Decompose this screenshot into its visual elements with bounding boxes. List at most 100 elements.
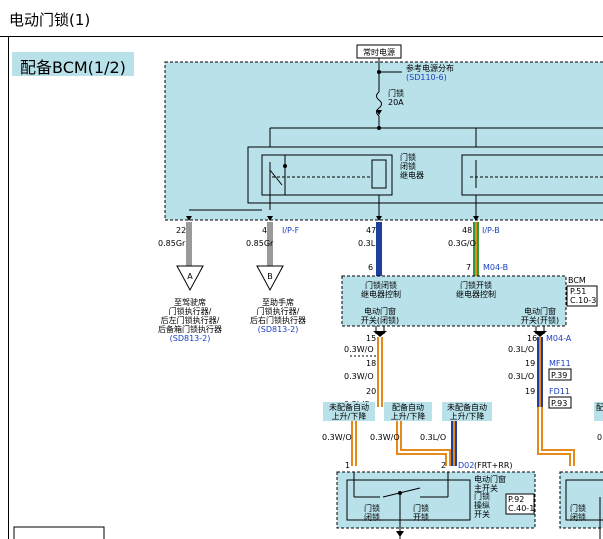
relay-label-3: 继电器: [400, 170, 424, 180]
arrow-48: [473, 216, 479, 221]
relay-label-1: 门锁: [400, 152, 416, 162]
switch-ground-arrow: [396, 531, 404, 537]
note-4: 配: [596, 403, 603, 412]
ground-B-ref: (SD813-2): [258, 325, 299, 334]
bcm-top-panel: [164, 61, 603, 221]
ref-fd11-box: [548, 396, 572, 409]
wire-48-stripe: [475, 222, 477, 276]
win-open-1: 电动门窗: [524, 306, 556, 316]
ground-A-l4: 后备箱门锁执行器: [158, 324, 222, 334]
pin-16: 16: [527, 334, 537, 343]
fuse-arrow: [376, 110, 382, 115]
note-2-l1: 配备自动: [392, 402, 424, 412]
arrow-47: [376, 216, 382, 221]
pin-2: 2: [441, 461, 446, 470]
note-3-box: [442, 402, 492, 421]
switch-panel-right: [559, 471, 603, 529]
switch-inner: [346, 479, 471, 521]
right-l1: 门锁: [570, 503, 586, 513]
ref-bcm-p1: P.51: [570, 287, 586, 296]
pin-7: 7: [466, 263, 471, 272]
wire-15-stripe: [379, 337, 381, 407]
left-border: [8, 37, 9, 539]
wire-b1-stripe: [353, 421, 355, 466]
wire-b2-label: 0.3W/O: [370, 433, 400, 442]
ground-B-l1: 至助手席: [262, 297, 294, 307]
pin-19b: 19: [525, 387, 535, 396]
ref-sw-p2: C.40-1: [508, 504, 534, 513]
switch-t1: 电动门窗: [474, 474, 506, 484]
ground-A: [176, 265, 204, 292]
wire-b2: [396, 421, 451, 466]
win-close-2: 开关(闭锁): [361, 315, 399, 325]
fuse-symbol: [376, 91, 382, 117]
page-title: 电动门锁(1): [9, 11, 91, 29]
ground-A-l3: 后左门锁执行器/: [161, 315, 220, 325]
wire-48-label: 0.3G/O: [448, 239, 476, 248]
bcm-mid-panel: [341, 275, 567, 327]
wire-b1-label: 0.3W/O: [322, 433, 352, 442]
power-box-label: 常时电源: [363, 47, 395, 57]
note-3-l1: 未配备自动: [447, 402, 487, 412]
conn-m04a: M04-A: [546, 334, 572, 343]
ground-B-l2: 门锁执行器/: [257, 306, 300, 316]
note-3-l2: 上升/下降: [450, 411, 485, 421]
relay-switch: [269, 169, 283, 186]
wire-18-label: 0.3W/O: [344, 372, 374, 381]
ref-mf11: P.39: [551, 371, 567, 380]
pin-22: 22: [176, 226, 186, 235]
switch-panel: [336, 471, 536, 529]
ground-A-ref: (SD813-2): [170, 334, 211, 343]
win-close-1: 电动门窗: [364, 306, 396, 316]
ref-sw-box: [505, 493, 535, 515]
open-l2: 开锁: [413, 512, 429, 522]
win-open-2: 开关(开锁): [521, 315, 559, 325]
wire-b3-stripe: [453, 421, 455, 466]
conn-ipb: I/P-B: [482, 226, 500, 235]
pin-20: 20: [366, 387, 376, 396]
ref-mf11-box: [548, 368, 572, 381]
lock-l3: 开关: [474, 509, 490, 519]
wire-b3-label: 0.3L/O: [420, 433, 446, 442]
relay-outer: [247, 146, 603, 204]
lock-l1: 门锁: [474, 491, 490, 501]
relay-contact-node: [283, 164, 287, 168]
ref-bcm-p2: C.10-3: [570, 296, 596, 305]
pin-19a: 19: [525, 359, 535, 368]
ground-B-l3: 后右门锁执行器: [250, 315, 306, 325]
note-2-l2: 上升/下降: [391, 411, 426, 421]
note-1-l2: 上升/下降: [332, 411, 367, 421]
conn-fd11: FD11: [549, 387, 570, 396]
relay-unlock: [461, 154, 603, 196]
wire-16-stripe: [539, 337, 541, 407]
arrow-16: [533, 331, 547, 337]
lock-ctrl-1: 门锁闭锁: [365, 280, 397, 290]
pin-1: 1: [345, 461, 350, 470]
wire-b2-stripe: [398, 421, 449, 466]
wire-41-label: 0.85Gr: [246, 239, 274, 248]
ground-B: [256, 265, 284, 292]
fuse-label-2: 20A: [388, 98, 404, 107]
ref-fd11: P.93: [551, 399, 567, 408]
wire-b4: [537, 407, 575, 466]
relay-label-2: 闭锁: [400, 161, 416, 171]
pin-47: 47: [366, 226, 376, 235]
relay-coil: [371, 159, 387, 189]
lock-l2: 操纵: [474, 500, 490, 510]
note-1-l1: 未配备自动: [329, 402, 369, 412]
fuse-label-1: 门锁: [388, 88, 404, 98]
unlock-ctrl-2: 继电器控制: [456, 289, 496, 299]
wire-22-label: 0.85Gr: [158, 239, 186, 248]
pin-48: 48: [462, 226, 472, 235]
pin-15: 15: [366, 334, 376, 343]
ground-A-l1: 至驾驶席: [174, 297, 206, 307]
note-1-box: [323, 402, 375, 421]
right-l2: 闭锁: [570, 512, 586, 522]
ref-bcm-box: [566, 285, 598, 307]
wire-47: [376, 222, 382, 276]
lock-ctrl-2: 继电器控制: [361, 289, 401, 299]
conn-m04b: M04-B: [483, 263, 508, 272]
close-l2: 闭锁: [364, 512, 380, 522]
ref-bcm: BCM: [568, 276, 586, 285]
